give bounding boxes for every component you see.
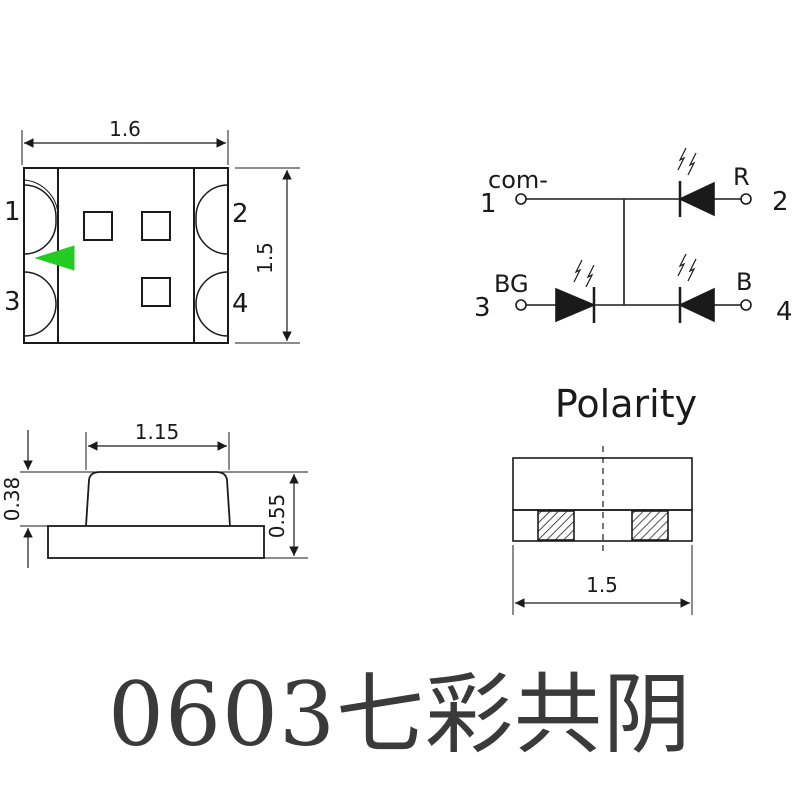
top-view — [21, 130, 300, 344]
led-bg-icon — [555, 259, 597, 323]
sch-pin4-label: 4 — [776, 297, 793, 327]
top-pin3-label: 3 — [4, 287, 21, 317]
side-lens-height-dim: 0.38 — [0, 477, 24, 522]
side-total-height-dim: 0.55 — [265, 494, 289, 539]
die-pad — [141, 211, 171, 241]
die-pad — [141, 277, 171, 307]
top-pin4-label: 4 — [232, 289, 249, 319]
top-width-dim: 1.6 — [109, 117, 141, 141]
schematic — [515, 147, 752, 323]
product-caption: 0603七彩共阴 — [108, 663, 692, 766]
top-pin1-label: 1 — [4, 197, 21, 227]
b-label: B — [736, 268, 752, 296]
polarity-pad-left — [537, 510, 575, 541]
sch-pin1-label: 1 — [480, 189, 497, 219]
polarity-title: Polarity — [555, 382, 697, 426]
led-r-icon — [677, 147, 741, 217]
led-b-icon — [677, 253, 741, 323]
polarity-view — [512, 446, 693, 615]
polarity-width-dim: 1.5 — [586, 573, 618, 597]
polarity-pad-right — [631, 510, 669, 541]
com-label: com- — [488, 166, 548, 194]
sch-pin3-label: 3 — [474, 293, 491, 323]
pin1-marker-icon — [34, 245, 75, 271]
terminal-4 — [740, 299, 752, 311]
terminal-2 — [740, 193, 752, 205]
bg-label: BG — [494, 270, 529, 298]
top-height-dim: 1.5 — [253, 242, 277, 274]
side-lens-width-dim: 1.15 — [135, 420, 180, 444]
terminal-1 — [515, 193, 527, 205]
sch-pin2-label: 2 — [772, 187, 789, 217]
terminal-3 — [515, 299, 527, 311]
top-pin2-label: 2 — [232, 199, 249, 229]
side-view — [20, 430, 308, 568]
r-label: R — [733, 163, 750, 191]
die-pad — [83, 211, 113, 241]
